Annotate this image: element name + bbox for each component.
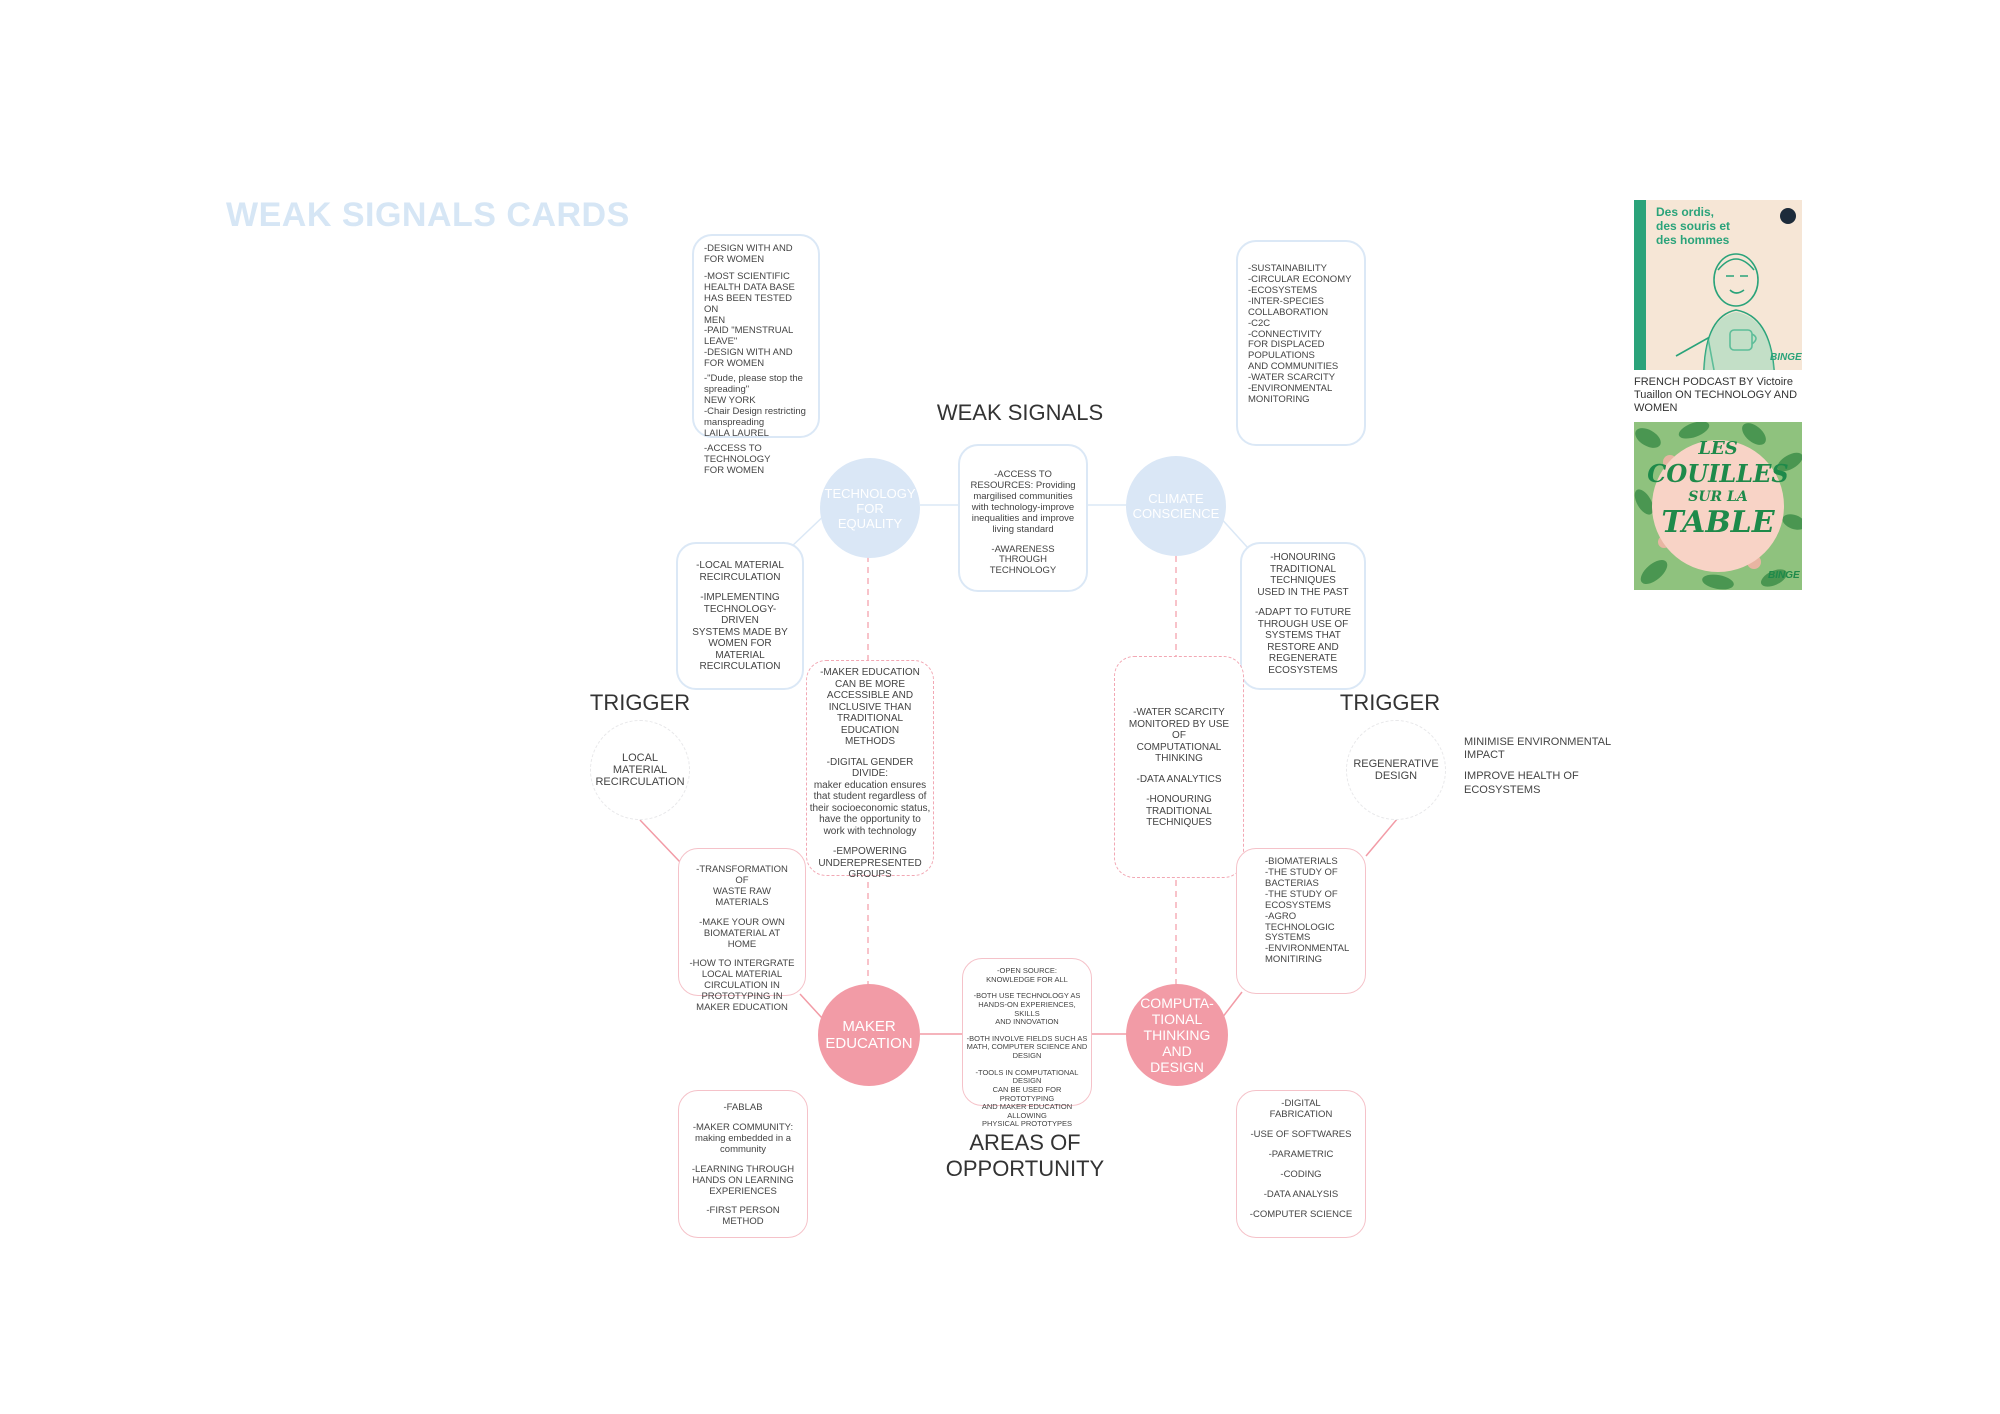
podcast-cover-1: Des ordis, des souris et des hommes BING… xyxy=(1634,200,1802,370)
node-label: MAKER EDUCATION xyxy=(825,1018,913,1052)
card-text: -IMPLEMENTING TECHNOLOGY-DRIVEN SYSTEMS … xyxy=(692,592,788,672)
card-text: -CODING xyxy=(1280,1168,1322,1180)
card-text: -COMPUTER SCIENCE xyxy=(1249,1208,1353,1220)
technology-for-equality-node: TECHNOLOGY FOR EQUALITY xyxy=(820,458,920,558)
card-text: -HOW TO INTERGRATE LOCAL MATERIAL CIRCUL… xyxy=(689,958,795,1014)
card-text: -DIGITAL GENDER DIVIDE: maker education … xyxy=(809,756,931,837)
card-text: -USE OF SOFTWARES xyxy=(1250,1128,1352,1140)
card-design-for-women: -DESIGN WITH AND FOR WOMEN -MOST SCIENTI… xyxy=(692,234,820,475)
card-text: -DATA ANALYSIS xyxy=(1263,1188,1339,1200)
trigger-regenerative-node: REGENERATIVE DESIGN xyxy=(1346,720,1446,820)
node-label: REGENERATIVE DESIGN xyxy=(1353,758,1439,782)
card-text: -BOTH USE TECHNOLOGY AS HANDS-ON EXPERIE… xyxy=(973,991,1081,1027)
portrait-illustration-icon xyxy=(1675,253,1775,370)
connector-line xyxy=(639,819,681,863)
card-text: -DATA ANALYTICS xyxy=(1136,773,1222,785)
podcast-caption: FRENCH PODCAST BY Victoire Tuaillon ON T… xyxy=(1634,376,1798,415)
card-text: -TOOLS IN COMPUTATIONAL DESIGN CAN BE US… xyxy=(975,1067,1079,1129)
card-text: -MAKER EDUCATION CAN BE MORE ACCESSIBLE … xyxy=(820,667,920,747)
card-text: -HONOURING TRADITIONAL TECHNIQUES xyxy=(1145,794,1213,828)
card-text: -ACCESS TO TECHNOLOGY FOR WOMEN xyxy=(704,442,771,476)
card-text: -TRANSFORMATION OF WASTE RAW MATERIALS xyxy=(696,864,788,908)
card-biomaterials: -BIOMATERIALS -THE STUDY OF BACTERIAS -T… xyxy=(1236,848,1366,994)
node-label: CLIMATE CONSCIENCE xyxy=(1132,491,1220,521)
climate-conscience-node: CLIMATE CONSCIENCE xyxy=(1126,456,1226,556)
card-text: -PARAMETRIC xyxy=(1268,1148,1334,1160)
card-honouring: -HONOURING TRADITIONAL TECHNIQUES USED I… xyxy=(1240,542,1366,690)
card-text: -BOTH INVOLVE FIELDS SUCH AS MATH, COMPU… xyxy=(966,1033,1088,1060)
card-text: -MAKE YOUR OWN BIOMATERIAL AT HOME xyxy=(699,916,785,950)
card-text: -FABLAB xyxy=(723,1102,763,1113)
leaf-pattern-icon xyxy=(1634,422,1802,590)
trigger-label-left: TRIGGER xyxy=(589,690,691,715)
card-digital-fabrication: -DIGITAL FABRICATION -USE OF SOFTWARES -… xyxy=(1236,1090,1366,1238)
cover-spine xyxy=(1634,200,1646,370)
card-text: -LOCAL MATERIAL RECIRCULATION xyxy=(696,560,784,583)
podcast-cover-2: LES COUILLES SUR LA TABLE BINGE xyxy=(1634,422,1802,590)
computational-thinking-node: COMPUTA- TIONAL THINKING AND DESIGN xyxy=(1126,984,1228,1086)
page-title: WEAK SIGNALS CARDS xyxy=(226,196,630,234)
side-note-minimise: MINIMISE ENVIRONMENTAL IMPACT xyxy=(1464,736,1612,762)
card-text: -DIGITAL FABRICATION xyxy=(1269,1098,1333,1120)
card-text: -DESIGN WITH AND FOR WOMEN xyxy=(704,243,793,265)
card-text: -"Dude, please stop the spreading" NEW Y… xyxy=(704,373,806,439)
card-local-material: -LOCAL MATERIAL RECIRCULATION -IMPLEMENT… xyxy=(676,542,804,690)
podcast-cover-1-brand: BINGE xyxy=(1770,352,1802,363)
weak-signals-label: WEAK SIGNALS xyxy=(936,400,1104,425)
connector-line xyxy=(1221,991,1243,1019)
cover-title-line: COUILLES xyxy=(1647,459,1789,488)
card-text: -MOST SCIENTIFIC HEALTH DATA BASE HAS BE… xyxy=(704,270,795,370)
connector-line xyxy=(799,993,823,1019)
card-maker-accessible: -MAKER EDUCATION CAN BE MORE ACCESSIBLE … xyxy=(806,660,934,880)
card-open-source: -OPEN SOURCE: KNOWLEDGE FOR ALL -BOTH US… xyxy=(962,958,1092,1128)
card-text: -EMPOWERING UNDEREPRESENTED GROUPS xyxy=(818,846,922,880)
card-text: -OPEN SOURCE: KNOWLEDGE FOR ALL xyxy=(986,966,1068,984)
cover-title-line: TABLE xyxy=(1661,505,1775,540)
card-text: -SUSTAINABILITY -CIRCULAR ECONOMY -ECOSY… xyxy=(1248,263,1352,406)
card-access-to-resources: -ACCESS TO RESOURCES: Providing margilis… xyxy=(958,444,1088,592)
card-text: -MAKER COMMUNITY: making embedded in a c… xyxy=(692,1121,794,1155)
card-text: -HONOURING TRADITIONAL TECHNIQUES USED I… xyxy=(1257,552,1349,598)
card-text: -LEARNING THROUGH HANDS ON LEARNING EXPE… xyxy=(691,1163,795,1197)
card-text: -FIRST PERSON METHOD xyxy=(706,1205,780,1228)
trigger-label-right: TRIGGER xyxy=(1339,690,1441,715)
card-text: -AWARENESS THROUGH TECHNOLOGY xyxy=(989,543,1057,577)
node-label: COMPUTA- TIONAL THINKING AND DESIGN xyxy=(1140,995,1214,1075)
trigger-local-material-node: LOCAL MATERIAL RECIRCULATION xyxy=(590,720,690,820)
card-text: -WATER SCARCITY MONITORED BY USE OF COMP… xyxy=(1128,707,1230,764)
connector-line xyxy=(1365,817,1399,857)
areas-of-opportunity-label: AREAS OF OPPORTUNITY xyxy=(945,1130,1105,1182)
podcast-cover-2-brand: BINGE xyxy=(1768,570,1800,581)
cover-badge-icon xyxy=(1780,208,1796,224)
card-water-scarcity: -WATER SCARCITY MONITORED BY USE OF COMP… xyxy=(1114,656,1244,878)
side-note-improve: IMPROVE HEALTH OF ECOSYSTEMS xyxy=(1464,770,1579,796)
card-fablab: -FABLAB -MAKER COMMUNITY: making embedde… xyxy=(678,1090,808,1238)
card-text: -ACCESS TO RESOURCES: Providing margilis… xyxy=(970,469,1076,535)
card-text: -ADAPT TO FUTURE THROUGH USE OF SYSTEMS … xyxy=(1254,607,1352,676)
side-notes: MINIMISE ENVIRONMENTAL IMPACT IMPROVE HE… xyxy=(1464,736,1624,805)
node-label: TECHNOLOGY FOR EQUALITY xyxy=(824,485,916,531)
node-label: LOCAL MATERIAL RECIRCULATION xyxy=(595,752,685,788)
podcast-cover-1-title: Des ordis, des souris et des hommes xyxy=(1656,205,1731,247)
card-transformation: -TRANSFORMATION OF WASTE RAW MATERIALS -… xyxy=(678,848,806,1013)
card-sustainability: -SUSTAINABILITY -CIRCULAR ECONOMY -ECOSY… xyxy=(1236,240,1366,446)
maker-education-node: MAKER EDUCATION xyxy=(818,984,920,1086)
cover-title-line: SUR LA xyxy=(1688,489,1748,505)
podcast-cover-2-title: LES COUILLES SUR LA TABLE xyxy=(1634,440,1802,538)
cover-title-line: LES xyxy=(1698,438,1738,459)
card-text: -BIOMATERIALS -THE STUDY OF BACTERIAS -T… xyxy=(1265,856,1350,966)
